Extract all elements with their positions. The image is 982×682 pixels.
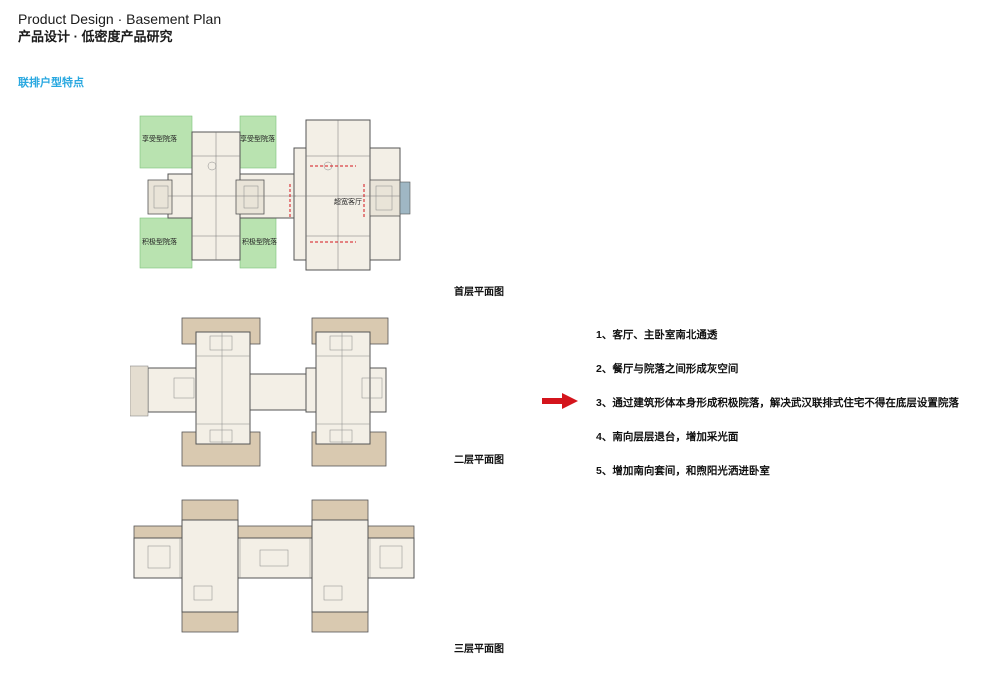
ground-floor-label: 首层平面图: [454, 287, 504, 298]
feature-item: 4、南向层层退台，增加采光面: [596, 431, 739, 443]
page-title-en: Product Design · Basement Plan: [18, 11, 222, 27]
third-floor-plan: [130, 498, 420, 634]
feature-item: 2、餐厅与院落之间形成灰空间: [596, 363, 739, 375]
section-title: 联排户型特点: [18, 77, 84, 89]
zone-label-wide-living: 超宽客厅: [334, 197, 362, 206]
feature-item: 1、客厅、主卧室南北通透: [596, 329, 718, 341]
feature-item: 5、增加南向套间，和煦阳光洒进卧室: [596, 465, 770, 477]
zone-label-active-1: 积极型院落: [142, 237, 177, 246]
feature-item: 3、通过建筑形体本身形成积极院落，解决武汉联排式住宅不得在底层设置院落: [596, 397, 959, 409]
second-floor-label: 二层平面图: [454, 455, 504, 466]
second-floor-plan: [130, 306, 390, 470]
third-floor-label: 三层平面图: [454, 644, 504, 655]
red-arrow-icon: [542, 393, 578, 414]
ground-floor-plan: 享受型院落 享受型院落 积极型院落 积极型院落 超宽客厅: [128, 106, 418, 276]
zone-label-enjoy-2: 享受型院落: [240, 134, 275, 143]
feature-list: 1、客厅、主卧室南北通透 2、餐厅与院落之间形成灰空间 3、通过建筑形体本身形成…: [596, 318, 959, 488]
page-title-cn: 产品设计 · 低密度产品研究: [18, 29, 173, 44]
zone-label-enjoy-1: 享受型院落: [142, 134, 177, 143]
zone-label-active-2: 积极型院落: [242, 237, 277, 246]
